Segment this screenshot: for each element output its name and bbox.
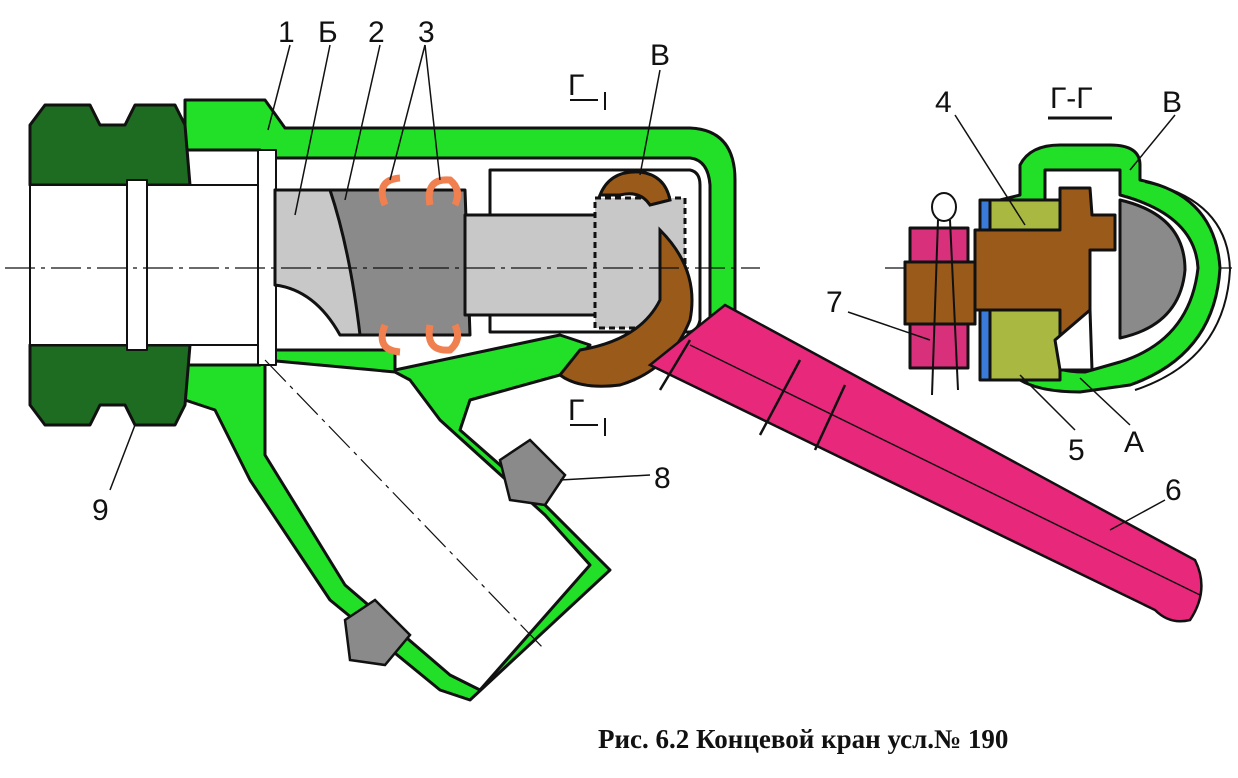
leader-v-right <box>1129 114 1176 171</box>
handle-ridge-2 <box>758 359 802 436</box>
label-4: 4 <box>935 86 952 119</box>
union-nut <box>28 103 277 427</box>
section-bracket <box>973 186 1117 342</box>
label-v-left: В <box>650 39 670 72</box>
label-6: 6 <box>1165 474 1182 507</box>
section-markers <box>570 92 606 436</box>
bore-ring <box>126 179 148 351</box>
section-wedge <box>1053 308 1094 372</box>
label-g-top: Г <box>568 69 584 102</box>
leader-lines <box>109 44 1176 531</box>
nut-upper <box>28 103 192 187</box>
leader-v <box>639 69 661 176</box>
label-7: 7 <box>826 286 843 319</box>
eccentric <box>557 170 694 388</box>
seat-ring <box>257 149 277 366</box>
label-v-right: В <box>1162 86 1182 119</box>
leader-a <box>1079 377 1131 426</box>
plug <box>273 188 687 337</box>
leader-7 <box>847 311 931 341</box>
leader-1 <box>267 44 291 131</box>
plug-stem <box>463 213 607 317</box>
outlet-bore <box>263 358 592 692</box>
seals <box>378 174 462 356</box>
labels: 1 Б 2 3 Г В Г-Г 4 В 7 5 А 6 8 9 Г <box>92 16 1182 527</box>
leader-6 <box>1109 499 1166 531</box>
label-a: А <box>1124 426 1144 459</box>
leader-3a <box>389 44 426 181</box>
handle-centerline <box>689 344 1201 596</box>
section-pin-shaft <box>903 260 977 326</box>
leader-3b <box>424 44 441 181</box>
outlet-axis <box>264 359 546 651</box>
handle-ridge-1 <box>658 339 692 391</box>
label-8: 8 <box>654 462 671 495</box>
eccentric-top <box>597 170 672 207</box>
leader-2 <box>344 44 381 201</box>
leader-b <box>294 44 331 216</box>
label-2: 2 <box>368 16 385 49</box>
cotter-pin <box>931 192 959 396</box>
cotter-pin-leg-2 <box>949 219 959 391</box>
nut-lower <box>28 343 192 427</box>
label-1: 1 <box>278 16 295 49</box>
label-section: Г-Г <box>1050 82 1092 115</box>
cotter-pin-eye <box>931 192 957 222</box>
seal-top-left <box>378 174 401 207</box>
label-9: 9 <box>92 494 109 527</box>
leader-8 <box>559 474 651 481</box>
label-3: 3 <box>418 16 435 49</box>
plug-channel <box>273 188 362 337</box>
seal-bottom-right <box>425 323 462 354</box>
handle-ridge-3 <box>813 384 847 451</box>
section-outer-arc <box>1134 181 1231 391</box>
cotter-pin-leg-1 <box>931 219 939 396</box>
figure-caption: Рис. 6.2 Концевой кран усл.№ 190 <box>598 724 1009 754</box>
stop-plate-upper <box>498 438 567 507</box>
handle <box>647 303 1203 623</box>
leader-9 <box>109 424 136 491</box>
label-5: 5 <box>1068 434 1085 467</box>
section-view <box>903 116 1231 396</box>
seal-bottom-left <box>378 323 401 356</box>
stop-plates <box>343 438 567 667</box>
seal-top-right <box>425 176 462 207</box>
leader-4 <box>954 114 1026 226</box>
label-g-bottom: Г <box>568 394 584 427</box>
label-b: Б <box>318 16 338 49</box>
eccentric-side <box>557 226 694 388</box>
stop-plate-lower <box>343 598 412 667</box>
section-ball <box>1118 198 1187 340</box>
coupling-bore <box>29 184 271 346</box>
leader-5 <box>1019 374 1076 431</box>
